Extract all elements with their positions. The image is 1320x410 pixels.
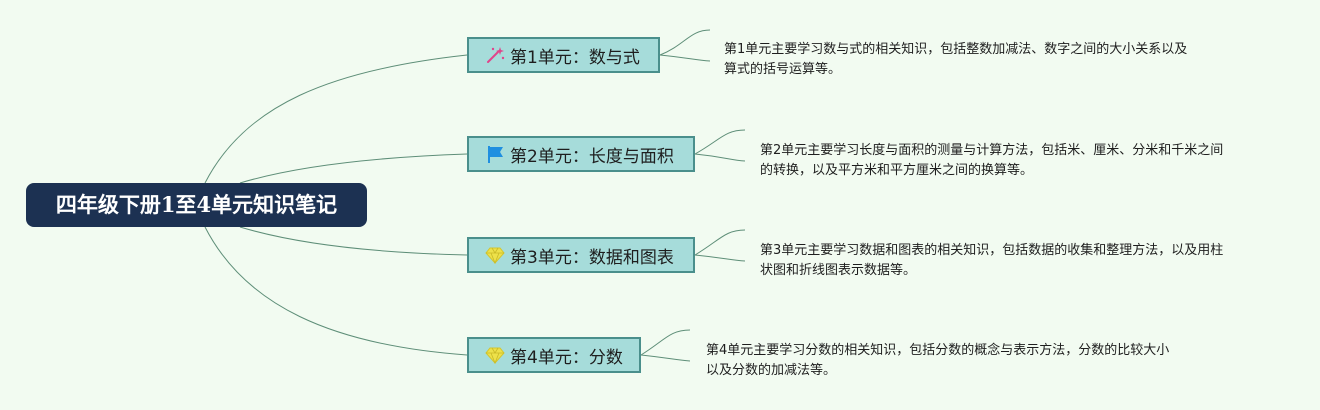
root-topic[interactable]: 四年级下册1至4单元知识笔记 [26,183,367,227]
note-unit-4: 第4单元主要学习分数的相关知识，包括分数的概念与表示方法，分数的比较大小 以及分… [706,341,1169,381]
branch-unit-3-label: 第3单元：数据和图表 [510,247,674,268]
branch-unit-2[interactable]: 第2单元：长度与面积 [467,136,695,172]
branch-unit-3[interactable]: 第3单元：数据和图表 [467,237,695,273]
connector-root-to-branch-2 [239,153,468,184]
diamond-icon [484,244,506,266]
note-unit-1-line-1: 第1单元主要学习数与式的相关知识，包括整数加减法、数字之间的大小关系以及 [724,42,1188,57]
note-unit-4-line-2: 以及分数的加减法等。 [706,363,837,378]
note-unit-1-line-2: 算式的括号运算等。 [724,62,842,77]
connector-root-to-branch-4 [204,226,468,356]
flag-icon [484,143,506,165]
branch-unit-4[interactable]: 第4单元：分数 [467,337,641,373]
note-unit-3-line-2: 状图和折线图表示数据等。 [760,263,917,278]
connector-root-to-branch-3 [239,226,468,256]
note-unit-2-line-1: 第2单元主要学习长度与面积的测量与计算方法，包括米、厘米、分米和千米之间 [760,143,1224,158]
connector-branch-3-to-note [694,229,746,262]
branch-unit-1[interactable]: 第1单元：数与式 [467,37,660,73]
note-unit-1: 第1单元主要学习数与式的相关知识，包括整数加减法、数字之间的大小关系以及 算式的… [724,40,1187,80]
connector-branch-2-to-note [694,129,746,162]
connector-root-to-branch-1 [204,54,468,184]
note-unit-2-line-2: 的转换，以及平方米和平方厘米之间的换算等。 [760,163,1034,178]
connector-branch-1-to-note [659,29,711,62]
note-unit-3-line-1: 第3单元主要学习数据和图表的相关知识，包括数据的收集和整理方法，以及用柱 [760,243,1224,258]
magic-wand-icon [484,44,506,66]
note-unit-4-line-1: 第4单元主要学习分数的相关知识，包括分数的概念与表示方法，分数的比较大小 [706,343,1170,358]
root-topic-title: 四年级下册1至4单元知识笔记 [55,192,338,217]
branch-unit-2-label: 第2单元：长度与面积 [510,146,674,167]
note-unit-3: 第3单元主要学习数据和图表的相关知识，包括数据的收集和整理方法，以及用柱 状图和… [760,241,1223,281]
branch-unit-4-label: 第4单元：分数 [510,347,623,368]
note-unit-2: 第2单元主要学习长度与面积的测量与计算方法，包括米、厘米、分米和千米之间 的转换… [760,141,1223,181]
connector-branch-4-to-note [640,329,691,362]
branch-unit-1-label: 第1单元：数与式 [510,47,640,68]
diamond-icon [484,344,506,366]
